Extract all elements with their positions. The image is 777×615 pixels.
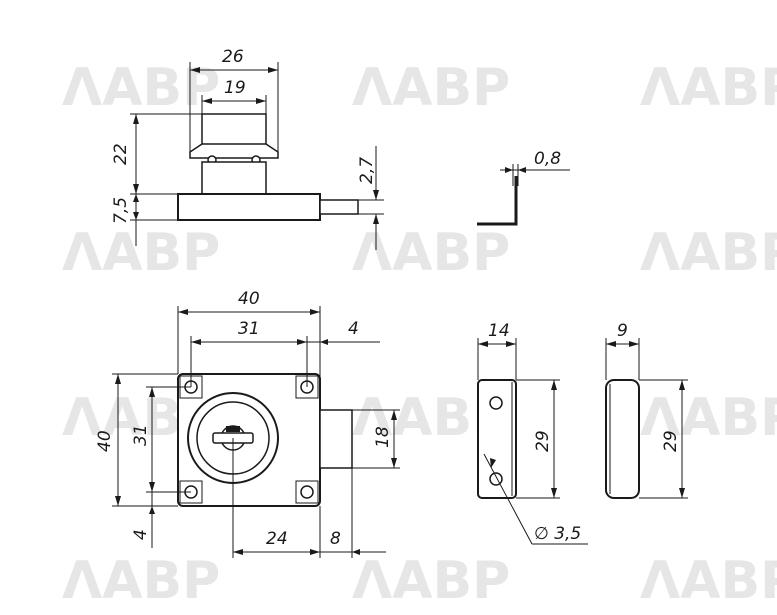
dim-label: 40 — [238, 289, 260, 309]
watermark-text: ΛABP — [640, 551, 777, 611]
arrow-head — [115, 496, 121, 506]
dim-label: 40 — [95, 430, 115, 452]
arrow-head — [256, 98, 266, 104]
leader-line — [483, 453, 533, 545]
arrow-head — [310, 549, 320, 555]
arrow-head — [373, 190, 379, 200]
arrow-head — [191, 339, 201, 345]
dim-label: 4 — [348, 319, 359, 339]
sheet-section: 0,8 — [477, 149, 570, 226]
watermark-text: ΛABP — [640, 58, 777, 118]
dim-label: 4 — [131, 529, 151, 540]
screw-holes — [179, 375, 319, 504]
arrow-head — [297, 339, 307, 345]
watermark-text: ΛABP — [352, 551, 510, 611]
screw-hole — [300, 485, 314, 499]
hole-pad — [295, 480, 319, 504]
arrow-head — [320, 339, 328, 345]
arrow-head — [233, 549, 243, 555]
arrow-head — [149, 482, 155, 492]
front-view: 40 31 4 40 31 4 18 — [95, 289, 400, 558]
dim-label: 0,8 — [534, 149, 561, 169]
strike-body — [477, 379, 517, 499]
strike-plate: 14 29 ∅ 3,5 — [477, 321, 588, 545]
arrow-head — [679, 380, 685, 390]
dim-label: 26 — [222, 47, 244, 67]
arrow-head — [202, 98, 212, 104]
arrow-head — [391, 458, 397, 468]
arrow-head — [506, 341, 516, 347]
arrow-head — [629, 341, 639, 347]
arrow-head — [551, 488, 557, 498]
dim-label: 24 — [266, 529, 288, 549]
dim-label: 8 — [330, 529, 341, 549]
watermark-text: ΛABP — [62, 551, 220, 611]
bolt — [319, 409, 353, 469]
angle-profile — [477, 176, 518, 226]
cylinder-flange — [189, 143, 279, 159]
dim-label: 2,7 — [357, 157, 377, 184]
arrow-head — [505, 167, 513, 173]
watermark-text: ΛABP — [62, 223, 220, 283]
dim-label: 29 — [533, 430, 553, 452]
arrow-head — [133, 212, 139, 220]
dim-label: 31 — [238, 319, 260, 339]
arrow-head — [679, 488, 685, 498]
dim-label: 18 — [373, 426, 393, 448]
arrow-head — [518, 167, 526, 173]
dim-label: 29 — [661, 430, 681, 452]
arrow-head — [551, 380, 557, 390]
arrow-head — [133, 114, 139, 124]
arrow-head — [373, 214, 379, 224]
dim-label: 9 — [617, 321, 628, 341]
arrow-head — [133, 194, 139, 202]
dim-label: 14 — [488, 321, 510, 341]
watermark-text: ΛABP — [352, 58, 510, 118]
arrow-head — [268, 67, 278, 73]
cover-body — [605, 379, 640, 499]
dim-label: 19 — [224, 78, 246, 98]
arrow-head — [490, 458, 496, 468]
arrow-head — [133, 184, 139, 194]
top-view: 26 19 22 7,5 2,7 — [111, 47, 384, 250]
dim-label: 22 — [111, 143, 131, 165]
watermark-text: ΛABP — [62, 58, 220, 118]
arrow-head — [478, 341, 488, 347]
arrow-head — [149, 506, 155, 514]
dim-label: ∅ 3,5 — [534, 524, 581, 544]
bolt — [319, 199, 359, 215]
cylinder-neck — [201, 161, 267, 195]
watermark-text: ΛABP — [640, 223, 777, 283]
watermark-text: ΛABP — [352, 223, 510, 283]
arrow-head — [606, 341, 616, 347]
arrow-head — [115, 374, 121, 384]
keyway-slot — [226, 426, 240, 432]
dim-label: 31 — [131, 424, 151, 446]
arrow-head — [352, 549, 360, 555]
arrow-head — [178, 309, 188, 315]
strike-hole — [489, 472, 503, 486]
strike-hole — [489, 396, 503, 410]
arrow-head — [190, 67, 200, 73]
cover-piece: 9 29 — [605, 321, 688, 499]
arrow-head — [149, 387, 155, 397]
arrow-head — [310, 309, 320, 315]
arrow-head — [391, 410, 397, 420]
dim-label: 7,5 — [111, 197, 131, 224]
watermarks: ΛABP ΛABP ΛABP ΛABP ΛABP ΛABP ΛABP ΛABP … — [62, 58, 777, 611]
base-plate — [177, 193, 321, 221]
watermark-text: ΛABP — [640, 388, 777, 448]
